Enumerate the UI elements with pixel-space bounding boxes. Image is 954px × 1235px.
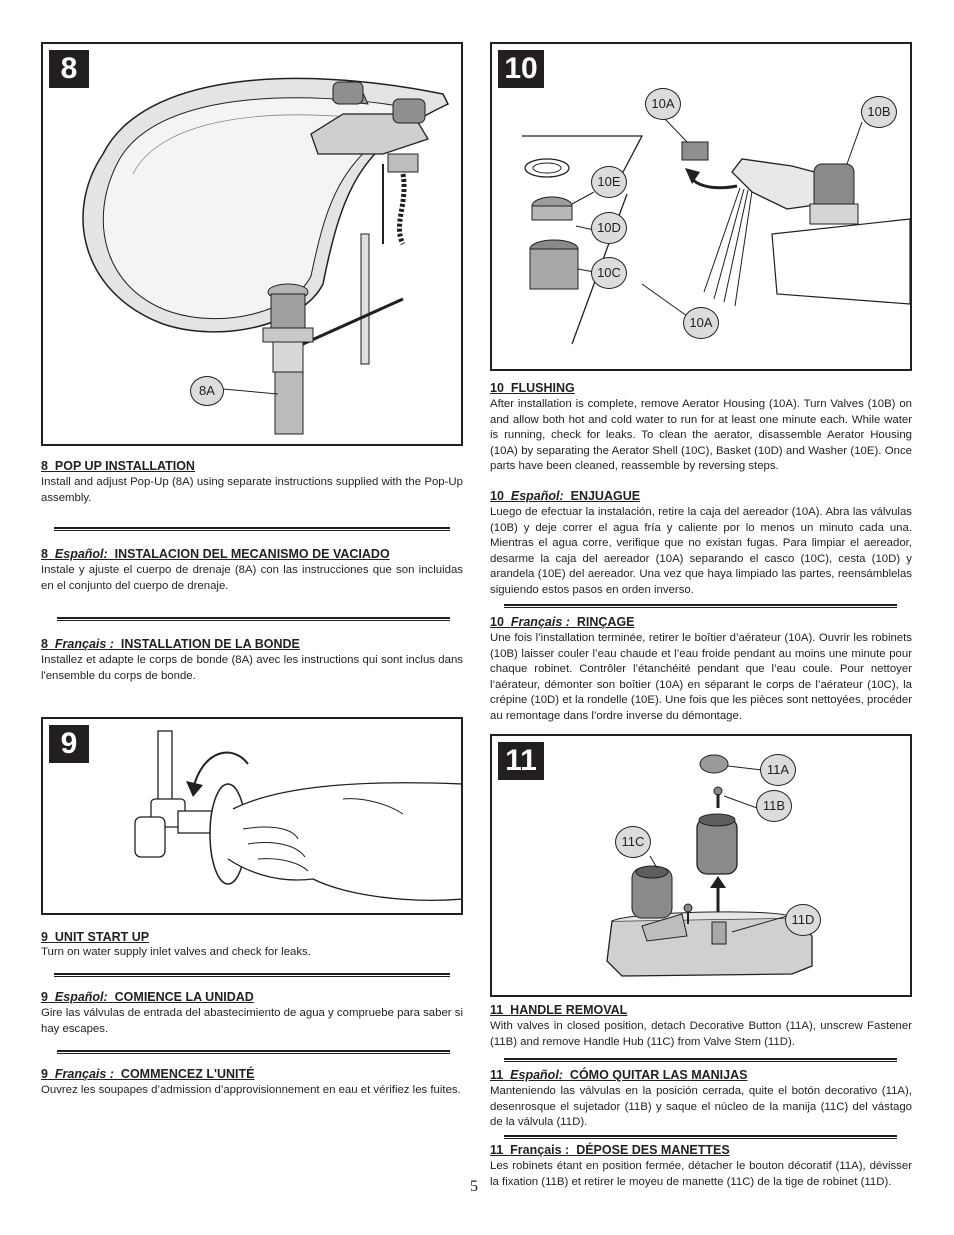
divider [57, 617, 450, 621]
sec8-fr-body: Installez et adapte le corps de bonde (8… [41, 654, 463, 682]
figure-11: 11 11A 11B 11C 11D [490, 734, 912, 997]
sec10-en-body: After installation is complete, remove A… [490, 398, 912, 472]
sec11-en-num: 11 [490, 1003, 504, 1017]
sec10-es-body: Luego de efectuar la instalación, retire… [490, 506, 912, 596]
sec11-es-heading: 11 Español: CÓMO QUITAR LAS MANIJAS [490, 1068, 747, 1082]
sec8-fr-lang: Français : [54, 637, 114, 651]
callout-11c: 11C [615, 826, 651, 858]
sec8-fr-title: INSTALLATION DE LA BONDE [120, 637, 300, 651]
divider [504, 1135, 897, 1139]
sec9-en-heading: 9 UNIT START UP [41, 930, 149, 944]
sec8-fr-heading: 8 Français : INSTALLATION DE LA BONDE [41, 637, 300, 651]
figure-9-number: 9 [49, 725, 89, 763]
callout-10a-top: 10A [645, 88, 681, 120]
sec8-es-lang: Español: [54, 547, 108, 561]
callout-10a-bottom: 10A [683, 307, 719, 339]
sec9-fr-title: COMMENCEZ L'UNITÉ [120, 1067, 255, 1081]
callout-8a: 8A [190, 376, 224, 406]
sec11-es-title: CÓMO QUITAR LAS MANIJAS [569, 1068, 748, 1082]
divider [54, 527, 450, 531]
sec11-fr-body: Les robinets étant en position fermée, d… [490, 1160, 912, 1188]
sec10-en-num: 10 [490, 381, 504, 395]
sec9-es-num: 9 [41, 990, 48, 1004]
sec10-es-title: ENJUAGUE [570, 489, 641, 503]
sec10-en-title: FLUSHING [510, 381, 575, 395]
sec10-fr-lang: Français : [510, 615, 570, 629]
callout-10e: 10E [591, 166, 627, 198]
sec11-en-heading: 11 HANDLE REMOVAL [490, 1003, 627, 1017]
sec10-es-heading: 10 Español: ENJUAGUE [490, 489, 640, 503]
sec8-fr-num: 8 [41, 637, 48, 651]
sec11-fr-title: DÉPOSE DES MANETTES [576, 1143, 730, 1157]
sec8-es-title: INSTALACION DEL MECANISMO DE VACIADO [114, 547, 390, 561]
sec10-en-heading: 10 FLUSHING [490, 381, 575, 395]
sec9-en-title: UNIT START UP [54, 930, 150, 944]
sec11-es-num: 11 [490, 1068, 504, 1082]
sec11-es-lang: Español: [510, 1068, 563, 1082]
sec9-fr-heading: 9 Français : COMMENCEZ L'UNITÉ [41, 1067, 254, 1081]
handle-removal-illustration [606, 754, 813, 977]
figure-10: 10 1 [490, 42, 912, 371]
sec10-fr-num: 10 [490, 615, 504, 629]
sec9-es-body: Gire las válvulas de entrada del abastec… [41, 1007, 463, 1035]
sec8-en-title: POP UP INSTALLATION [54, 459, 195, 473]
sec10-fr-heading: 10 Français : RINÇAGE [490, 615, 635, 629]
sec11-fr-lang: Français : [510, 1143, 570, 1157]
sec11-fr-heading: 11 Français : DÉPOSE DES MANETTES [490, 1143, 730, 1157]
divider [504, 1058, 897, 1062]
callout-10b: 10B [861, 96, 897, 128]
sec9-fr-lang: Français : [54, 1067, 114, 1081]
callout-10c: 10C [591, 257, 627, 289]
figure-8-number: 8 [49, 50, 89, 88]
sec8-es-body: Instale y ajuste el cuerpo de drenaje (8… [41, 564, 463, 592]
sec9-es-title: COMIENCE LA UNIDAD [114, 990, 254, 1004]
callout-11a: 11A [760, 754, 796, 786]
callout-11d: 11D [785, 904, 821, 936]
sec11-en-body: With valves in closed position, detach D… [490, 1020, 912, 1048]
sec10-fr-title: RINÇAGE [576, 615, 635, 629]
divider [504, 604, 897, 608]
sec8-es-heading: 8 Español: INSTALACION DEL MECANISMO DE … [41, 547, 390, 561]
callout-11b: 11B [756, 790, 792, 822]
figure-10-number: 10 [498, 50, 544, 88]
figure-8: 8 8A [41, 42, 463, 446]
sec11-es-body: Manteniendo las válvulas en la posición … [490, 1085, 912, 1128]
sec11-en-title: HANDLE REMOVAL [510, 1003, 628, 1017]
sec8-en-heading: 8 POP UP INSTALLATION [41, 459, 195, 473]
sec9-fr-body: Ouvrez les soupapes d’admission d’approv… [41, 1084, 461, 1096]
sec10-fr-body: Une fois l’installation terminée, retire… [490, 632, 912, 722]
sec9-fr-num: 9 [41, 1067, 48, 1081]
sec9-es-heading: 9 Español: COMIENCE LA UNIDAD [41, 990, 254, 1004]
divider [57, 1050, 450, 1054]
sec11-fr-num: 11 [490, 1143, 504, 1157]
sec8-es-num: 8 [41, 547, 48, 561]
pop-up-drain-illustration [82, 77, 450, 435]
sec8-en-body: Install and adjust Pop-Up (8A) using sep… [41, 476, 463, 504]
page-number: 5 [470, 1178, 478, 1195]
divider [54, 973, 450, 977]
sec9-en-num: 9 [41, 930, 48, 944]
callout-10d: 10D [591, 212, 627, 244]
sec10-es-lang: Español: [510, 489, 564, 503]
sec8-en-num: 8 [41, 459, 48, 473]
sec9-es-lang: Español: [54, 990, 108, 1004]
figure-9: 9 [41, 717, 463, 915]
shut-off-valve-hand-illustration [134, 730, 461, 901]
sec9-en-body: Turn on water supply inlet valves and ch… [41, 946, 311, 958]
sec10-es-num: 10 [490, 489, 504, 503]
figure-11-number: 11 [498, 742, 544, 780]
aerator-flushing-illustration [522, 118, 910, 345]
